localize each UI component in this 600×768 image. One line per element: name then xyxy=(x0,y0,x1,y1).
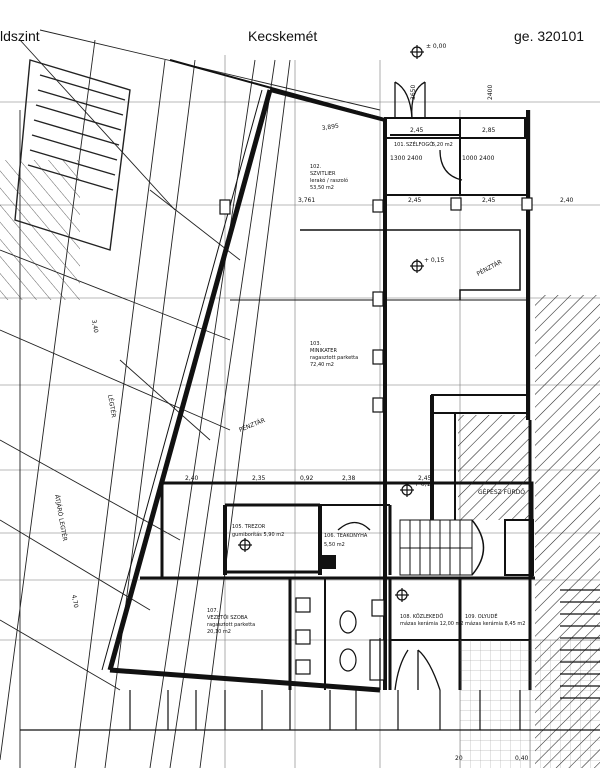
elevation-entrance: ± 0,00 xyxy=(426,43,446,50)
dim-low-2: 2,35 xyxy=(252,475,266,482)
dim-low-1: 2,40 xyxy=(185,475,199,482)
kitchen-appliance xyxy=(322,555,336,569)
room-103-area: 72,40 m2 xyxy=(310,362,334,368)
dim-low-4: 2,38 xyxy=(342,475,356,482)
column-markers xyxy=(219,197,533,413)
dim-top-3: 3,895 xyxy=(321,123,339,132)
dim-door-1: 1300 2400 xyxy=(390,155,423,162)
dim-bottom-2: 20 xyxy=(455,755,463,762)
room-101-name: SZÉLFOGÓ xyxy=(406,140,433,148)
label-penztar-lower: PÉNZTÁR xyxy=(238,416,266,434)
dim-top-1: 2,45 xyxy=(410,127,424,134)
dim-door-2: 1000 2400 xyxy=(462,155,495,162)
elevation-stair: + 0,15 xyxy=(414,481,434,488)
dim-height-1: 3650 xyxy=(410,85,417,100)
room-107-name: VEZETŐI SZOBA xyxy=(207,614,248,621)
center-hatch-area xyxy=(458,415,530,520)
room-107-number: 107. xyxy=(207,608,219,614)
bottom-right-grid-area xyxy=(460,640,600,768)
lower-right-stair-lines xyxy=(560,589,600,699)
label-gepesz: GÉPÉSZ FÜRDŐ xyxy=(478,488,525,496)
dim-bottom-1: 0,40 xyxy=(515,755,529,762)
dim-low-5: 2,45 xyxy=(418,475,432,482)
dim-mid-3: 2,45 xyxy=(482,197,496,204)
level-markers xyxy=(238,45,424,602)
label-atjaro: ÁTJÁRÓ LEGTÉR xyxy=(53,494,69,542)
bottom-dimension-ticks xyxy=(20,690,600,731)
dim-top-2: 2,85 xyxy=(482,127,496,134)
room-106-area: 5,50 m2 xyxy=(324,542,345,548)
room-101-number: 101. xyxy=(394,142,406,148)
dim-height-4: 4,70 xyxy=(70,594,79,609)
room-102-area: 53,50 m2 xyxy=(310,185,334,191)
label-penztar-upper: PÉNZTÁR xyxy=(475,258,503,278)
room-102-floor: lerakó / raszoló xyxy=(310,177,348,184)
room-106-title: 106. TEAKONYHA xyxy=(324,533,368,539)
wc-fixtures xyxy=(295,597,385,681)
dim-height-2: 2400 xyxy=(487,85,494,100)
diagonal-dimension-lines xyxy=(0,29,381,768)
diagonal-exterior-wall xyxy=(101,59,386,693)
room-109-area: mázas kerámia 8,45 m2 xyxy=(465,620,525,627)
dim-low-3: 0,92 xyxy=(300,475,314,482)
room-109-title: 109. OLYUDÉ xyxy=(465,612,498,620)
dim-mid-4: 2,40 xyxy=(560,197,574,204)
dim-mid-1: 3,761 xyxy=(298,197,315,204)
header-level-label: ldszint xyxy=(0,28,40,44)
room-102-number: 102. xyxy=(310,164,322,170)
room-102-name: SZVITLIER xyxy=(310,171,336,177)
room-103-floor: ragasztott parketta xyxy=(310,355,358,361)
dim-height-3: 3,40 xyxy=(90,319,99,334)
room-103-number: 103. xyxy=(310,341,322,347)
room-107-floor: ragasztott parketta xyxy=(207,622,255,628)
elevation-showroom: + 0,15 xyxy=(424,257,444,264)
header-reference-number: ge. 320101 xyxy=(514,28,585,44)
building-walls xyxy=(140,110,535,690)
label-legter: LÉGTÉR xyxy=(106,394,118,418)
room-101-area: 5,20 m2 xyxy=(432,142,453,148)
room-103-name: MINIKATER xyxy=(310,348,337,354)
doors xyxy=(337,81,463,691)
room-108-area: mázas kerámia 12,00 m2 xyxy=(400,620,464,627)
header-city-label: Kecskemét xyxy=(248,28,318,44)
room-105-area: gumiborítás 5,90 m2 xyxy=(232,531,284,538)
staircase xyxy=(399,519,534,576)
room-105-title: 105. TREZOR xyxy=(232,524,266,530)
room-108-title: 108. KÖZLEKEDŐ xyxy=(400,613,443,620)
dim-mid-2: 2,45 xyxy=(408,197,422,204)
left-hatch-area xyxy=(0,160,80,300)
room-107-area: 20,10 m2 xyxy=(207,629,231,635)
